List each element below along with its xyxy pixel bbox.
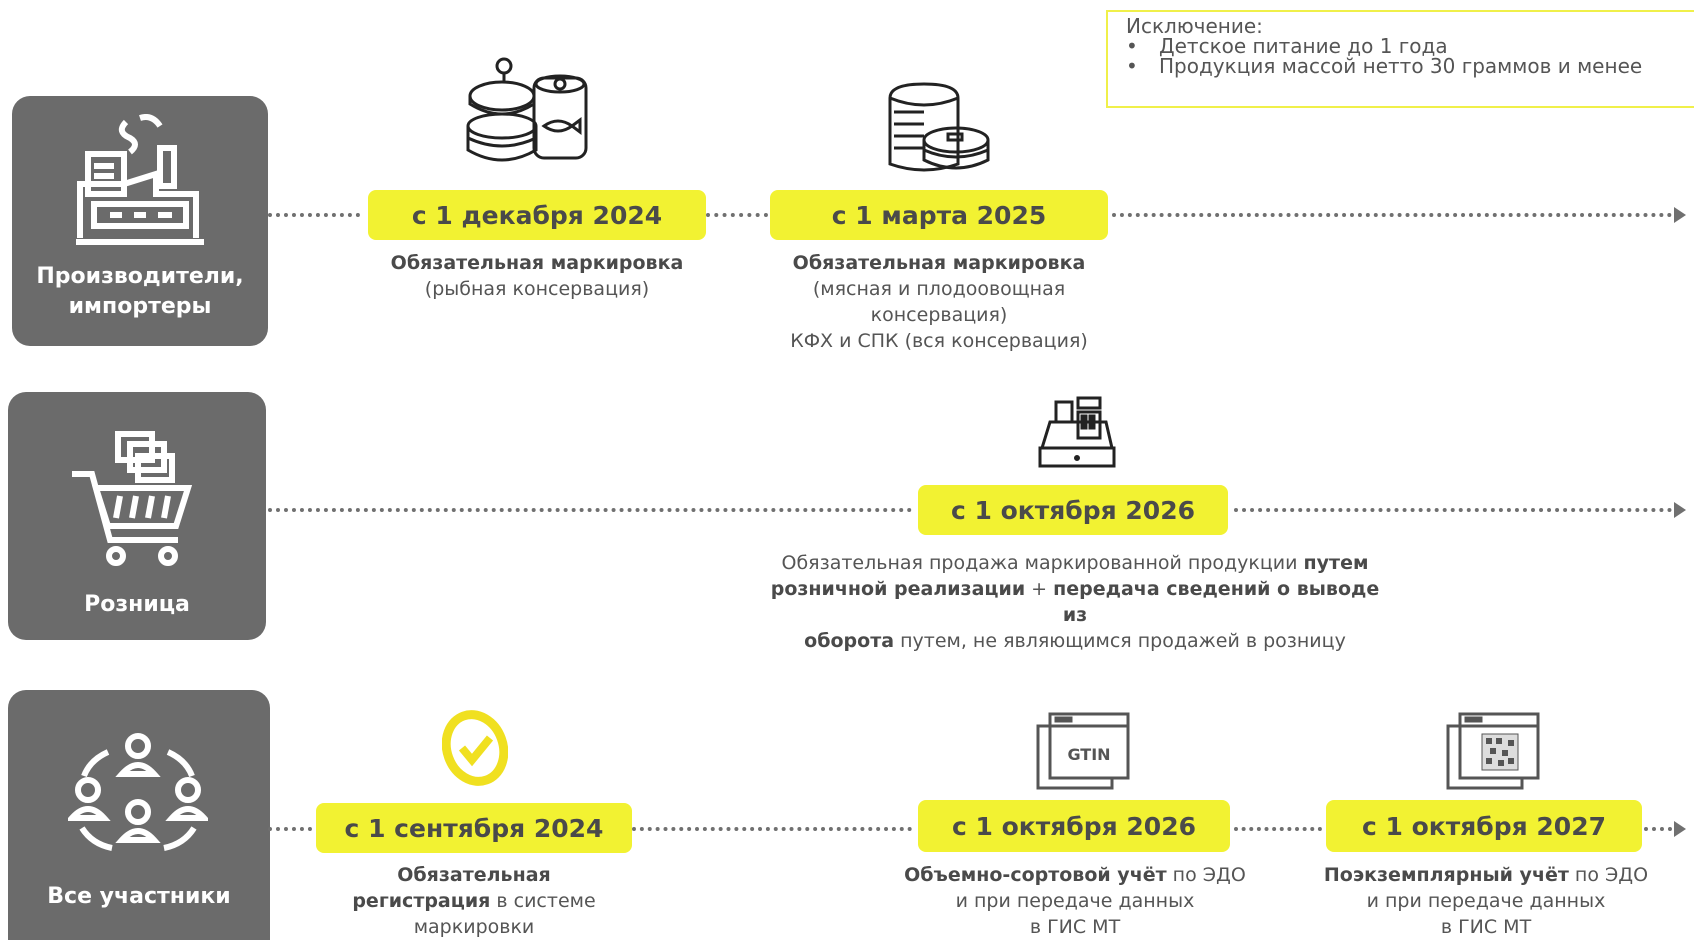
desc-text: и при передаче данных xyxy=(1366,890,1606,912)
desc-text: КФХ и СПК (вся консервация) xyxy=(790,330,1088,352)
gtin-label: GTIN xyxy=(1067,745,1110,764)
milestone-oct2026-all-date: с 1 октября 2026 xyxy=(918,800,1230,852)
gtin-window-icon: GTIN xyxy=(1036,712,1130,790)
exception-list: Детское питание до 1 года Продукция масс… xyxy=(1126,36,1694,76)
actor-retail-name: Розница xyxy=(84,592,190,617)
actor-producers: Производители, импортеры xyxy=(12,96,268,346)
fish-cans-icon xyxy=(466,57,588,162)
desc-text: путем, не являющимся продажей в розницу xyxy=(894,630,1346,652)
desc-text: консервация) xyxy=(870,304,1008,326)
actor-all-name: Все участники xyxy=(47,884,231,909)
desc-text: Обязательная продажа маркированной проду… xyxy=(781,552,1304,574)
timeline-arrow xyxy=(1674,821,1686,837)
desc-bold: регистрация xyxy=(352,890,491,912)
timeline-dots xyxy=(1234,508,1672,512)
desc-text: + xyxy=(1025,578,1054,600)
exception-box: Исключение: Детское питание до 1 года Пр… xyxy=(1106,10,1694,108)
desc-text: (мясная и плодоовощная xyxy=(812,278,1066,300)
desc-bold: путем xyxy=(1303,552,1369,574)
milestone-oct2026-retail-desc: Обязательная продажа маркированной проду… xyxy=(770,550,1380,654)
milestone-oct2026-retail-date: с 1 октября 2026 xyxy=(918,485,1228,535)
timeline-dots xyxy=(1644,827,1672,831)
milestone-oct2026-all-desc: Объемно-сортовой учёт по ЭДО и при перед… xyxy=(880,862,1270,940)
milestone-oct2027-date: с 1 октября 2027 xyxy=(1326,800,1642,852)
desc-text: в ГИС МТ xyxy=(1029,916,1121,938)
desc-bold: Объемно-сортовой учёт xyxy=(904,864,1167,886)
milestone-dec2024-desc: Обязательная маркировка (рыбная консерва… xyxy=(368,250,706,302)
milestone-dec2024-date: с 1 декабря 2024 xyxy=(368,190,706,240)
exception-item: Продукция массой нетто 30 граммов и мене… xyxy=(1126,56,1694,76)
timeline-arrow xyxy=(1674,207,1686,223)
desc-bold: розничной реализации xyxy=(770,578,1026,600)
actor-retail: Розница xyxy=(8,392,266,640)
timeline-dots xyxy=(1112,213,1672,217)
desc-text: и при передаче данных xyxy=(955,890,1195,912)
desc-bold: передача сведений о выводе из xyxy=(1053,578,1380,626)
people-network-icon xyxy=(68,733,208,851)
desc-bold: Обязательная маркировка xyxy=(792,252,1086,274)
timeline-dots xyxy=(1234,827,1322,831)
desc-text: в ГИС МТ xyxy=(1440,916,1532,938)
exception-item: Детское питание до 1 года xyxy=(1126,36,1694,56)
food-cans-icon xyxy=(888,82,990,172)
desc-text: (рыбная консервация) xyxy=(424,278,650,300)
milestone-mar2025-date: с 1 марта 2025 xyxy=(770,190,1108,240)
milestone-oct2027-desc: Поэкземплярный учёт по ЭДО и при передач… xyxy=(1296,862,1676,940)
desc-text: по ЭДО xyxy=(1166,864,1246,886)
cart-icon xyxy=(72,431,193,566)
milestone-mar2025-desc: Обязательная маркировка (мясная и плодоо… xyxy=(770,250,1108,354)
milestone-sep2024-date: с 1 сентября 2024 xyxy=(316,803,632,853)
desc-bold: Обязательная маркировка xyxy=(390,252,684,274)
desc-bold: Поэкземплярный учёт xyxy=(1323,864,1569,886)
timeline-dots xyxy=(268,827,312,831)
timeline-dots xyxy=(706,213,768,217)
timeline-dots xyxy=(268,213,360,217)
desc-text: по ЭДО xyxy=(1568,864,1649,886)
actor-all: Все участники xyxy=(8,690,270,940)
timeline-arrow xyxy=(1674,502,1686,518)
actor-producers-line1: Производители, xyxy=(36,264,244,289)
desc-text: в системе xyxy=(490,890,596,912)
timeline-dots xyxy=(268,508,912,512)
desc-bold: оборота xyxy=(804,630,895,652)
timeline-dots xyxy=(632,827,912,831)
datamatrix-window-icon xyxy=(1446,712,1540,790)
check-badge-icon xyxy=(442,710,508,786)
desc-text: маркировки xyxy=(413,916,535,938)
desc-bold: Обязательная xyxy=(397,864,551,886)
milestone-sep2024-desc: Обязательная регистрация в системе марки… xyxy=(316,862,632,940)
actor-producers-line2: импортеры xyxy=(68,294,212,319)
exception-title: Исключение: xyxy=(1126,14,1263,38)
factory-icon xyxy=(76,114,204,245)
cash-register-icon xyxy=(1038,396,1116,468)
